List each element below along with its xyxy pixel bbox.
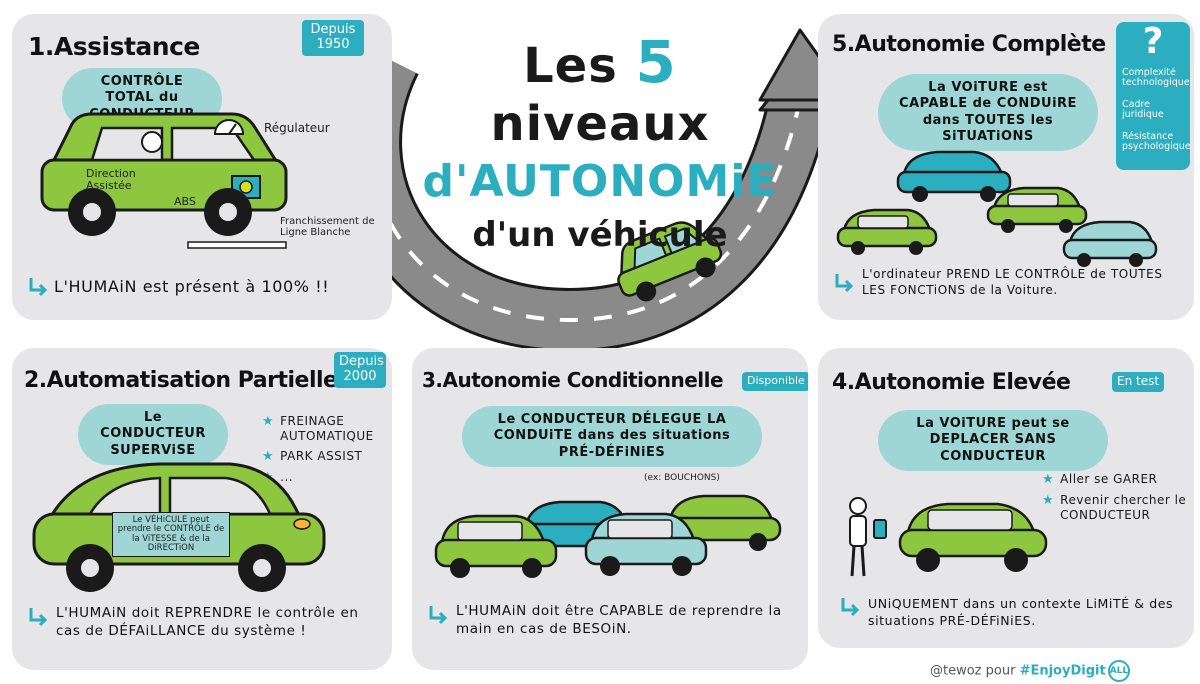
level-4-car bbox=[898, 502, 1048, 572]
list-item: ★PARK ASSIST bbox=[262, 449, 363, 464]
all-logo: ALL bbox=[1107, 660, 1130, 682]
challenges-box: ? Complexité technologique Cadre juridiq… bbox=[1116, 21, 1191, 170]
level-2-title: 2.Automatisation Partielle bbox=[24, 368, 338, 393]
label-franchissement: Franchissement de Ligne Blanche bbox=[280, 216, 375, 238]
title-vehicule: d'un véhicule bbox=[472, 215, 728, 255]
list-item: ★FREINAGE AUTOMATIQUE bbox=[262, 414, 374, 443]
title-niveaux: niveaux bbox=[490, 96, 710, 152]
level-2-car-note: Le VÉHiCULE peut prendre le CONTRÔLE de … bbox=[112, 512, 230, 558]
level-4-footer: UNiQUEMENT dans un contexte LiMiTÉ & des… bbox=[868, 596, 1174, 628]
level-5-title: 5.Autonomie Complète bbox=[832, 32, 1106, 57]
list-item: ★Revenir chercher le CONDUCTEUR bbox=[1042, 493, 1187, 523]
level-4-badge: En test bbox=[1112, 372, 1165, 392]
credit-hashtag: #EnjoyDigit bbox=[1019, 663, 1106, 679]
level-1-title: 1.Assistance bbox=[28, 32, 200, 61]
hook-arrow-icon bbox=[835, 274, 854, 293]
hook-arrow-icon bbox=[29, 278, 48, 297]
level-3-title: 3.Autonomie Conditionnelle bbox=[422, 368, 724, 392]
title-number: 5 bbox=[635, 28, 677, 96]
panel-level-2: 2.Automatisation Partielle Depuis 2000 L… bbox=[12, 348, 392, 670]
speedometer-icon bbox=[213, 119, 245, 135]
challenge-item: Cadre juridique bbox=[1122, 99, 1164, 121]
star-icon: ★ bbox=[1042, 493, 1055, 509]
level-4-features: ★Aller se GARER ★Revenir chercher le CON… bbox=[1042, 472, 1188, 528]
credit-author: @tewoz pour bbox=[930, 663, 1016, 679]
main-title: Les 5 niveaux d'AUTONOMiE d'un véhicule bbox=[420, 28, 780, 255]
level-3-aside: (ex: BOUCHONS) bbox=[644, 473, 720, 483]
list-item: ★Aller se GARER bbox=[1042, 472, 1158, 487]
panel-level-4: 4.Autonomie Elevée En test La VOiTURE pe… bbox=[818, 348, 1194, 648]
level-2-footer: L'HUMAiN doit REPRENDRE le contrôle en c… bbox=[56, 605, 359, 640]
title-les: Les bbox=[523, 38, 618, 94]
challenge-item: Complexité technologique bbox=[1122, 67, 1190, 89]
title-autonomie: d'AUTONOMiE bbox=[422, 156, 778, 207]
level-1-footer: L'HUMAiN est présent à 100% !! bbox=[54, 277, 330, 296]
level-2-badge: Depuis 2000 bbox=[334, 352, 386, 388]
level-5-cars bbox=[836, 150, 1158, 267]
question-mark-icon: ? bbox=[1142, 21, 1164, 62]
level-1-badge: Depuis 1950 bbox=[302, 20, 364, 56]
level-3-badge: Disponible bbox=[742, 372, 808, 391]
level-1-car bbox=[40, 112, 288, 236]
white-line bbox=[187, 241, 287, 249]
star-icon: ★ bbox=[262, 414, 275, 429]
level-4-title: 4.Autonomie Elevée bbox=[832, 370, 1071, 395]
label-direction-assistee: Direction Assistée bbox=[86, 167, 136, 193]
level-3-bubble: Le CONDUCTEUR DÉLEGUE LA CONDUiTE dans d… bbox=[462, 406, 762, 467]
level-3-traffic bbox=[434, 494, 782, 578]
panel-level-1: 1.Assistance Depuis 1950 CONTRÔLE TOTAL … bbox=[12, 14, 392, 320]
label-abs: ABS bbox=[174, 195, 196, 208]
level-2-bubble: Le CONDUCTEUR SUPERViSE bbox=[78, 404, 228, 465]
level-3-footer: L'HUMAiN doit être CAPABLE de reprendre … bbox=[456, 603, 782, 638]
level-5-bubble: La VOiTURE est CAPABLE de CONDUiRE dans … bbox=[878, 74, 1098, 151]
level-4-bubble: La VOiTURE peut se DEPLACER SANS CONDUCT… bbox=[878, 410, 1108, 471]
hook-arrow-icon bbox=[841, 598, 860, 617]
person-with-phone bbox=[849, 497, 887, 577]
label-regulateur: Régulateur bbox=[264, 121, 330, 135]
hook-arrow-icon bbox=[29, 608, 48, 627]
level-5-footer: L'ordinateur PREND LE CONTRÔLE de TOUTES… bbox=[862, 267, 1163, 298]
panel-level-3: 3.Autonomie Conditionnelle Disponible Le… bbox=[412, 348, 808, 670]
hook-arrow-icon bbox=[429, 606, 448, 625]
star-icon: ★ bbox=[262, 449, 275, 464]
star-icon: ★ bbox=[1042, 472, 1055, 487]
challenge-item: Résistance psychologique bbox=[1122, 131, 1191, 153]
level-2-car bbox=[32, 462, 326, 592]
